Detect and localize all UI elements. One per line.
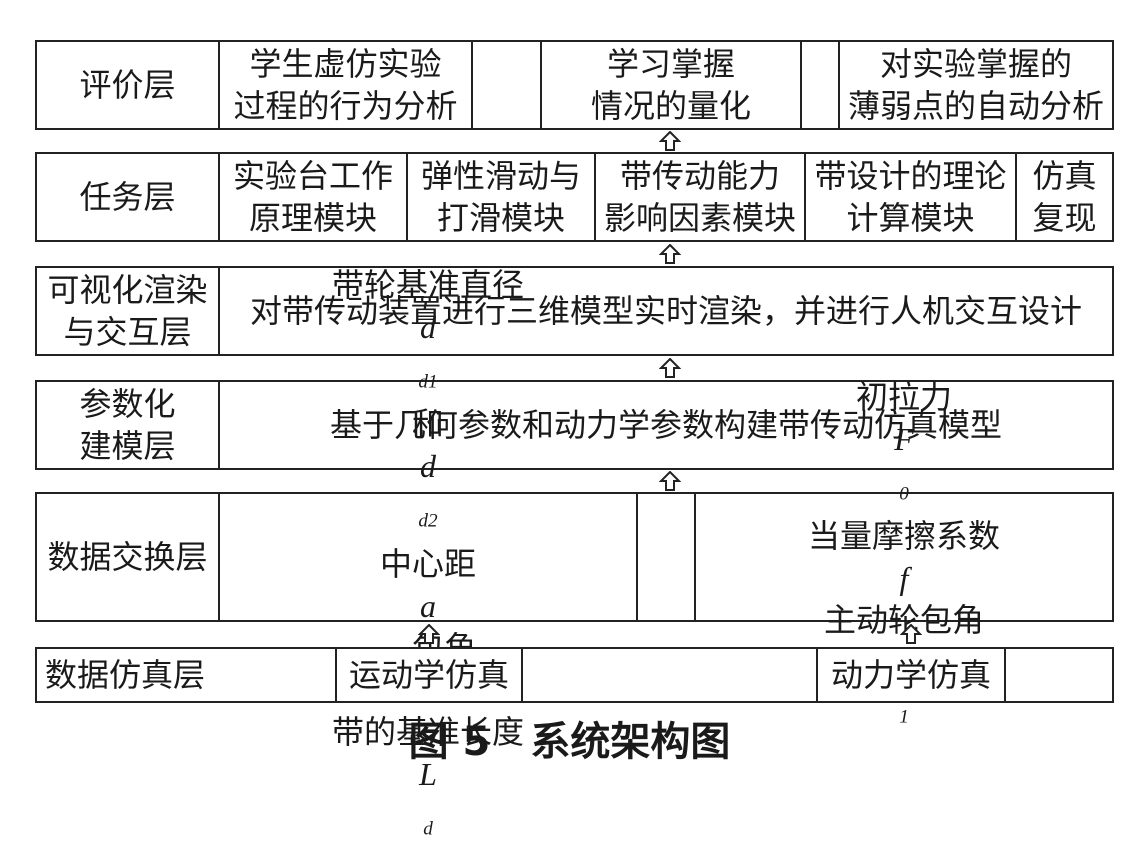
figure-caption: 图 5 系统架构图: [408, 719, 731, 765]
evaluation-layer-name: 评价层: [35, 40, 220, 130]
arrow-up-icon-render-to-task: [659, 244, 681, 264]
render-layer-name: 可视化渲染 与交互层: [35, 266, 220, 356]
modeling-layer-content: 基于几何参数和动力学参数构建带传动仿真模型: [218, 380, 1114, 470]
task-capacity-factors-module: 带传动能力 影响因素模块: [594, 152, 806, 242]
arrow-up-icon-kinematics-to-exchange: [418, 624, 440, 644]
task-slip-module: 弹性滑动与 打滑模块: [406, 152, 596, 242]
exchange-blank: [636, 492, 696, 622]
modeling-layer-name: 参数化 建模层: [35, 380, 220, 470]
evaluation-mastery-quantification: 学习掌握 情况的量化: [540, 40, 802, 130]
simulation-layer-name: 数据仿真层: [45, 656, 206, 694]
arrow-up-icon-exchange-to-modeling: [659, 471, 681, 491]
evaluation-weakness-analysis: 对实验掌握的 薄弱点的自动分析: [838, 40, 1114, 130]
simulation-kinematics: 运动学仿真: [335, 647, 523, 703]
task-principle-module: 实验台工作 原理模块: [218, 152, 408, 242]
evaluation-blank-1: [471, 40, 542, 130]
evaluation-behavior-analysis: 学生虚仿实验 过程的行为分析: [218, 40, 473, 130]
task-design-calculation-module: 带设计的理论 计算模块: [804, 152, 1017, 242]
arrow-up-icon-dynamics-to-exchange: [900, 624, 922, 644]
exchange-layer-name: 数据交换层: [35, 492, 220, 622]
simulation-dynamics: 动力学仿真: [816, 647, 1006, 703]
evaluation-blank-2: [800, 40, 840, 130]
render-layer-content: 对带传动装置进行三维模型实时渲染，并进行人机交互设计: [218, 266, 1114, 356]
task-layer-name: 任务层: [35, 152, 220, 242]
arrow-up-icon-modeling-to-render: [659, 358, 681, 378]
task-simulation-reproduction: 仿真 复现: [1015, 152, 1114, 242]
arrow-up-icon-task-to-evaluation: [659, 131, 681, 151]
